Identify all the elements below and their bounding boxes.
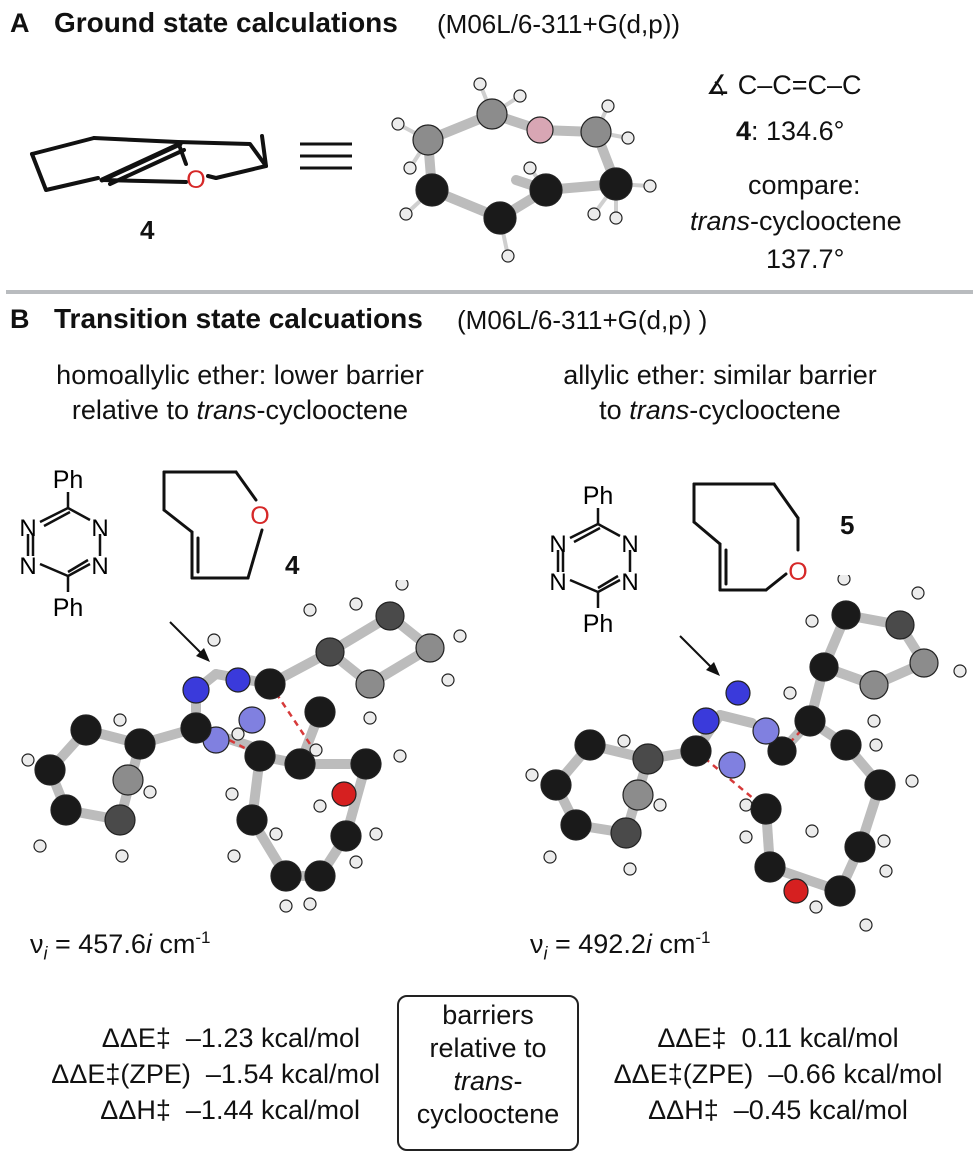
compare-rest: -cyclooctene [750,206,902,236]
right-freq-unit: cm [651,929,696,959]
right-frequency: νi = 492.2i cm-1 [530,928,710,964]
right-energy-label: ΔΔH‡ [648,1095,719,1125]
left-tetrazine-top-ph: Ph [53,466,84,494]
left-tetrazine-n3: N [19,553,36,580]
right-tetrazine-drawing: Ph N N N N Ph [549,482,638,638]
right-energy-value: 0.11 kcal/mol [741,1023,899,1053]
right-energy-row: ΔΔE‡ 0.11 kcal/mol [588,1020,968,1056]
right-heading-pre: to [599,395,630,425]
panel-a-method: (M06L/6-311+G(d,p)) [437,9,681,39]
angle-info-line: ∡ C–C=C–C [706,70,862,101]
barrier-note-trans: trans [453,1066,514,1096]
left-oxocene-drawing: O [162,470,270,580]
right-heading-post: -cyclooctene [689,395,841,425]
right-compound-label: 5 [840,510,855,540]
left-freq-value: = 457.6 [47,929,146,959]
panel-b-letter: B [10,304,30,334]
barrier-note-hyphen: - [513,1066,523,1096]
angle-value-line: 4: 134.6° [736,116,844,147]
right-heading-ital: trans [629,395,690,425]
panel-a-letter: A [10,8,30,38]
left-tetrazine-n2: N [91,515,108,542]
compare-compound: trans-cyclooctene [690,206,902,237]
left-tetrazine-bottom-ph: Ph [53,594,84,622]
right-tetrazine-n2: N [621,531,638,558]
right-tetrazine-n3: N [549,569,566,596]
right-arrow [679,635,720,676]
left-arrow [169,621,210,662]
left-energy-value: –1.54 kcal/mol [205,1059,380,1089]
left-heading-ital: trans [196,395,257,425]
right-energy-table: ΔΔE‡ 0.11 kcal/mol ΔΔE‡(ZPE) –0.66 kcal/… [588,1020,968,1128]
compare-value: 137.7° [766,244,845,274]
right-ts-3d-model [525,575,967,932]
left-freq-nu: ν [30,929,44,959]
right-freq-sub: i [543,943,548,964]
left-freq-sub: i [43,943,48,964]
barrier-note-line3: trans- [399,1065,577,1098]
right-oxocene-oxygen: O [788,558,807,586]
left-heading-pre: relative to [71,395,197,425]
right-energy-label: ΔΔE‡ [657,1023,727,1053]
left-freq-unit: cm [151,929,196,959]
right-tetrazine-n4: N [621,569,638,596]
left-energy-value: –1.44 kcal/mol [185,1095,360,1125]
compound-4-skeletal-drawing: O [30,134,268,194]
right-energy-row: ΔΔE‡(ZPE) –0.66 kcal/mol [588,1056,968,1092]
barrier-note-line1: barriers [442,1000,534,1030]
left-compound-label: 4 [285,550,300,580]
right-energy-value: –0.66 kcal/mol [768,1059,943,1089]
right-tetrazine-n1: N [549,531,566,558]
panel-b-method: (M06L/6-311+G(d,p) ) [457,305,708,335]
right-tetrazine-bottom-ph: Ph [583,610,614,638]
left-energy-label: ΔΔE‡(ZPE) [51,1059,191,1089]
compare-trans: trans [690,206,751,236]
left-energy-row: ΔΔE‡(ZPE) –1.54 kcal/mol [30,1056,380,1092]
right-energy-value: –0.45 kcal/mol [733,1095,908,1125]
right-tetrazine-top-ph: Ph [583,482,614,510]
right-freq-nu: ν [530,929,544,959]
angle-compound: 4 [736,116,752,146]
right-energy-row: ΔΔH‡ –0.45 kcal/mol [588,1092,968,1128]
left-energy-row: ΔΔH‡ –1.44 kcal/mol [30,1092,380,1128]
right-energy-label: ΔΔE‡(ZPE) [613,1059,754,1089]
left-ts-3d-model [21,580,467,913]
compound-4-3d-model [391,77,657,263]
compound-4-oxygen-label: O [186,166,205,194]
left-frequency: νi = 457.6i cm-1 [30,928,210,964]
equivalence-sign [300,142,352,170]
barrier-note-line2: relative to [429,1033,547,1063]
left-tetrazine-n1: N [19,515,36,542]
left-energy-row: ΔΔE‡ –1.23 kcal/mol [30,1020,380,1056]
left-energy-table: ΔΔE‡ –1.23 kcal/mol ΔΔE‡(ZPE) –1.54 kcal… [30,1020,380,1128]
left-tetrazine-drawing: Ph N N N N Ph [19,466,108,622]
left-freq-exp: -1 [195,928,211,947]
right-freq-value: = 492.2 [547,929,646,959]
right-heading-line2: to trans-cyclooctene [500,395,940,426]
left-energy-label: ΔΔH‡ [100,1095,171,1125]
left-oxocene-oxygen: O [250,502,269,530]
left-heading-line1: homoallylic ether: lower barrier [56,360,424,390]
left-heading-post: -cyclooctene [256,395,409,425]
left-heading-line2: relative to trans-cyclooctene [0,395,480,426]
compare-label: compare: [748,170,861,200]
right-oxocene-drawing: O [692,482,808,592]
compound-4-label: 4 [140,215,155,245]
right-heading-line1: allylic ether: similar barrier [563,360,877,390]
right-freq-i: i [645,929,652,959]
left-energy-label: ΔΔE‡ [101,1023,171,1053]
angle-value: : 134.6° [751,116,845,146]
left-energy-value: –1.23 kcal/mol [185,1023,360,1053]
right-freq-exp: -1 [695,928,711,947]
angle-symbol: ∡ [706,70,731,100]
panel-divider [6,290,973,294]
barrier-note-line4: cyclooctene [416,1099,560,1129]
left-freq-i: i [145,929,152,959]
barrier-note-box: barriers relative to trans- cyclooctene [397,995,579,1151]
panel-a-title: Ground state calculations [54,7,398,38]
left-tetrazine-n4: N [91,553,108,580]
panel-b-title: Transition state calcuations [54,303,423,334]
angle-bond-label: C–C=C–C [737,70,862,100]
